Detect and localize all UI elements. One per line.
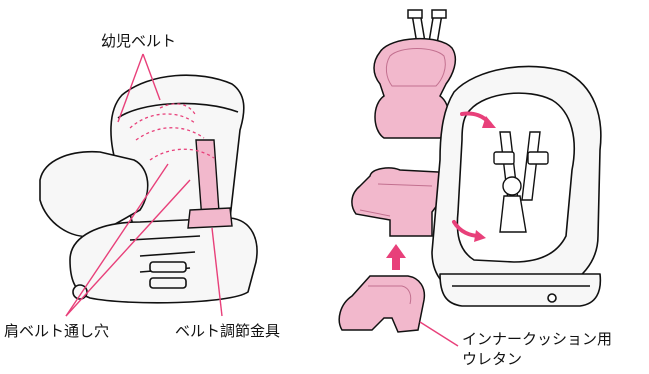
left-seat-belt-strap: [187, 139, 233, 229]
label-inner-cushion-line1: インナークッション用: [462, 330, 613, 348]
left-infant-belt-dotted: [129, 103, 215, 161]
arrow-up: [386, 244, 406, 270]
label-infant-belt: 幼児ベルト: [101, 32, 177, 50]
left-seat-base: [69, 217, 258, 304]
left-seat-side-wing: [39, 150, 149, 238]
right-seat-base: [439, 273, 602, 307]
right-leader-line: [419, 321, 459, 347]
label-belt-adjuster: ベルト調節金具: [175, 322, 281, 340]
inner-cushion-urethane: [338, 275, 426, 333]
left-leader-lines: [65, 53, 223, 317]
head-pad-assembly: [373, 9, 457, 139]
seat-cushion-pad: [351, 167, 449, 237]
label-shoulder-belt-hole: 肩ベルト通し穴: [4, 322, 110, 340]
label-inner-cushion-line2: ウレタン: [462, 350, 523, 368]
right-harness: [493, 131, 549, 233]
left-car-seat: [39, 74, 258, 304]
